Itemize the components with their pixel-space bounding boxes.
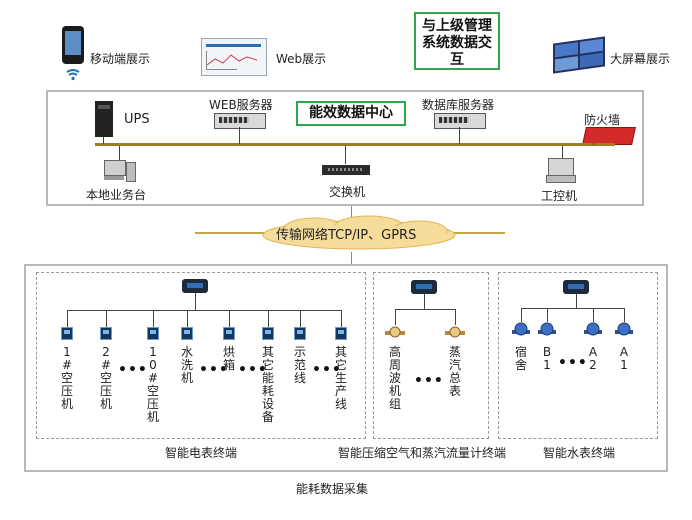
watermeter-icon	[512, 322, 530, 338]
water-item: B1	[542, 345, 552, 372]
air-caption: 智能压缩空气和蒸汽流量计终端	[338, 446, 507, 460]
watermeter-icon	[584, 322, 602, 338]
phone-icon	[62, 26, 84, 64]
local-desk-label: 本地业务台	[86, 188, 147, 202]
ups-icon	[95, 101, 113, 137]
ellipsis: •••	[238, 362, 268, 378]
server-icon	[214, 113, 266, 129]
electric-item: 1#空压机	[60, 345, 73, 411]
cloud-icon	[259, 215, 459, 253]
air-item: 蒸汽总表	[448, 345, 461, 398]
gateway-icon	[411, 280, 437, 294]
wifi-icon	[66, 66, 80, 81]
electric-item: 烘箱	[222, 345, 235, 372]
watermeter-icon	[615, 322, 633, 338]
firewall-label: 防火墙	[584, 113, 621, 127]
electric-item: 10#空压机	[146, 345, 159, 424]
electric-item: 其它生产线	[334, 345, 347, 411]
computer-icon	[104, 160, 136, 182]
mobile-label: 移动端展示	[90, 52, 151, 66]
network-label: 传输网络TCP/IP、GPRS	[276, 228, 417, 243]
meter-icon	[262, 327, 274, 340]
superior-label: 与上级管理系统数据交互	[422, 18, 492, 68]
electric-caption: 智能电表终端	[165, 446, 238, 460]
ipc-label: 工控机	[541, 189, 578, 203]
data-center-title: 能效数据中心	[296, 101, 406, 126]
ellipsis: •••	[558, 355, 588, 371]
meter-icon	[147, 327, 159, 340]
switch-icon	[322, 165, 370, 175]
water-item: 宿舍	[514, 345, 527, 372]
air-item: 高周波机组	[388, 345, 401, 411]
air-steam-panel	[373, 272, 489, 439]
meter-icon	[181, 327, 193, 340]
footer-caption: 能耗数据采集	[296, 482, 369, 496]
server-icon	[434, 113, 486, 129]
ellipsis: •••	[312, 362, 342, 378]
monitor-icon	[201, 38, 267, 76]
web-label: Web展示	[276, 52, 327, 66]
ellipsis: •••	[414, 373, 444, 389]
electric-item: 其它能耗设备	[261, 345, 274, 424]
bus-line	[95, 143, 615, 146]
switch-label: 交换机	[329, 185, 366, 199]
watermeter-icon	[538, 322, 556, 338]
gateway-icon	[182, 279, 208, 293]
electric-item: 2#空压机	[99, 345, 112, 411]
ellipsis: •••	[199, 362, 229, 378]
computer-icon	[546, 158, 576, 183]
flowmeter-icon	[445, 325, 465, 339]
web-server-label: WEB服务器	[209, 98, 273, 112]
electric-item: 水洗机	[180, 345, 193, 385]
data-acquisition-box	[24, 264, 668, 472]
meter-icon	[335, 327, 347, 340]
flowmeter-icon	[385, 325, 405, 339]
meter-icon	[294, 327, 306, 340]
gateway-icon	[563, 280, 589, 294]
water-item: A1	[619, 345, 629, 372]
db-server-label: 数据库服务器	[422, 98, 495, 112]
bigscreen-label: 大屏幕展示	[610, 52, 671, 66]
water-caption: 智能水表终端	[543, 446, 616, 460]
video-wall-icon	[553, 36, 605, 74]
ellipsis: •••	[118, 362, 148, 378]
ups-label: UPS	[124, 112, 150, 127]
meter-icon	[61, 327, 73, 340]
superior-interaction-box: 与上级管理系统数据交互	[414, 12, 500, 70]
meter-icon	[100, 327, 112, 340]
water-meter-panel	[498, 272, 658, 439]
meter-icon	[223, 327, 235, 340]
electric-meter-panel	[36, 272, 366, 439]
water-item: A2	[588, 345, 598, 372]
electric-item: 示范线	[293, 345, 306, 385]
